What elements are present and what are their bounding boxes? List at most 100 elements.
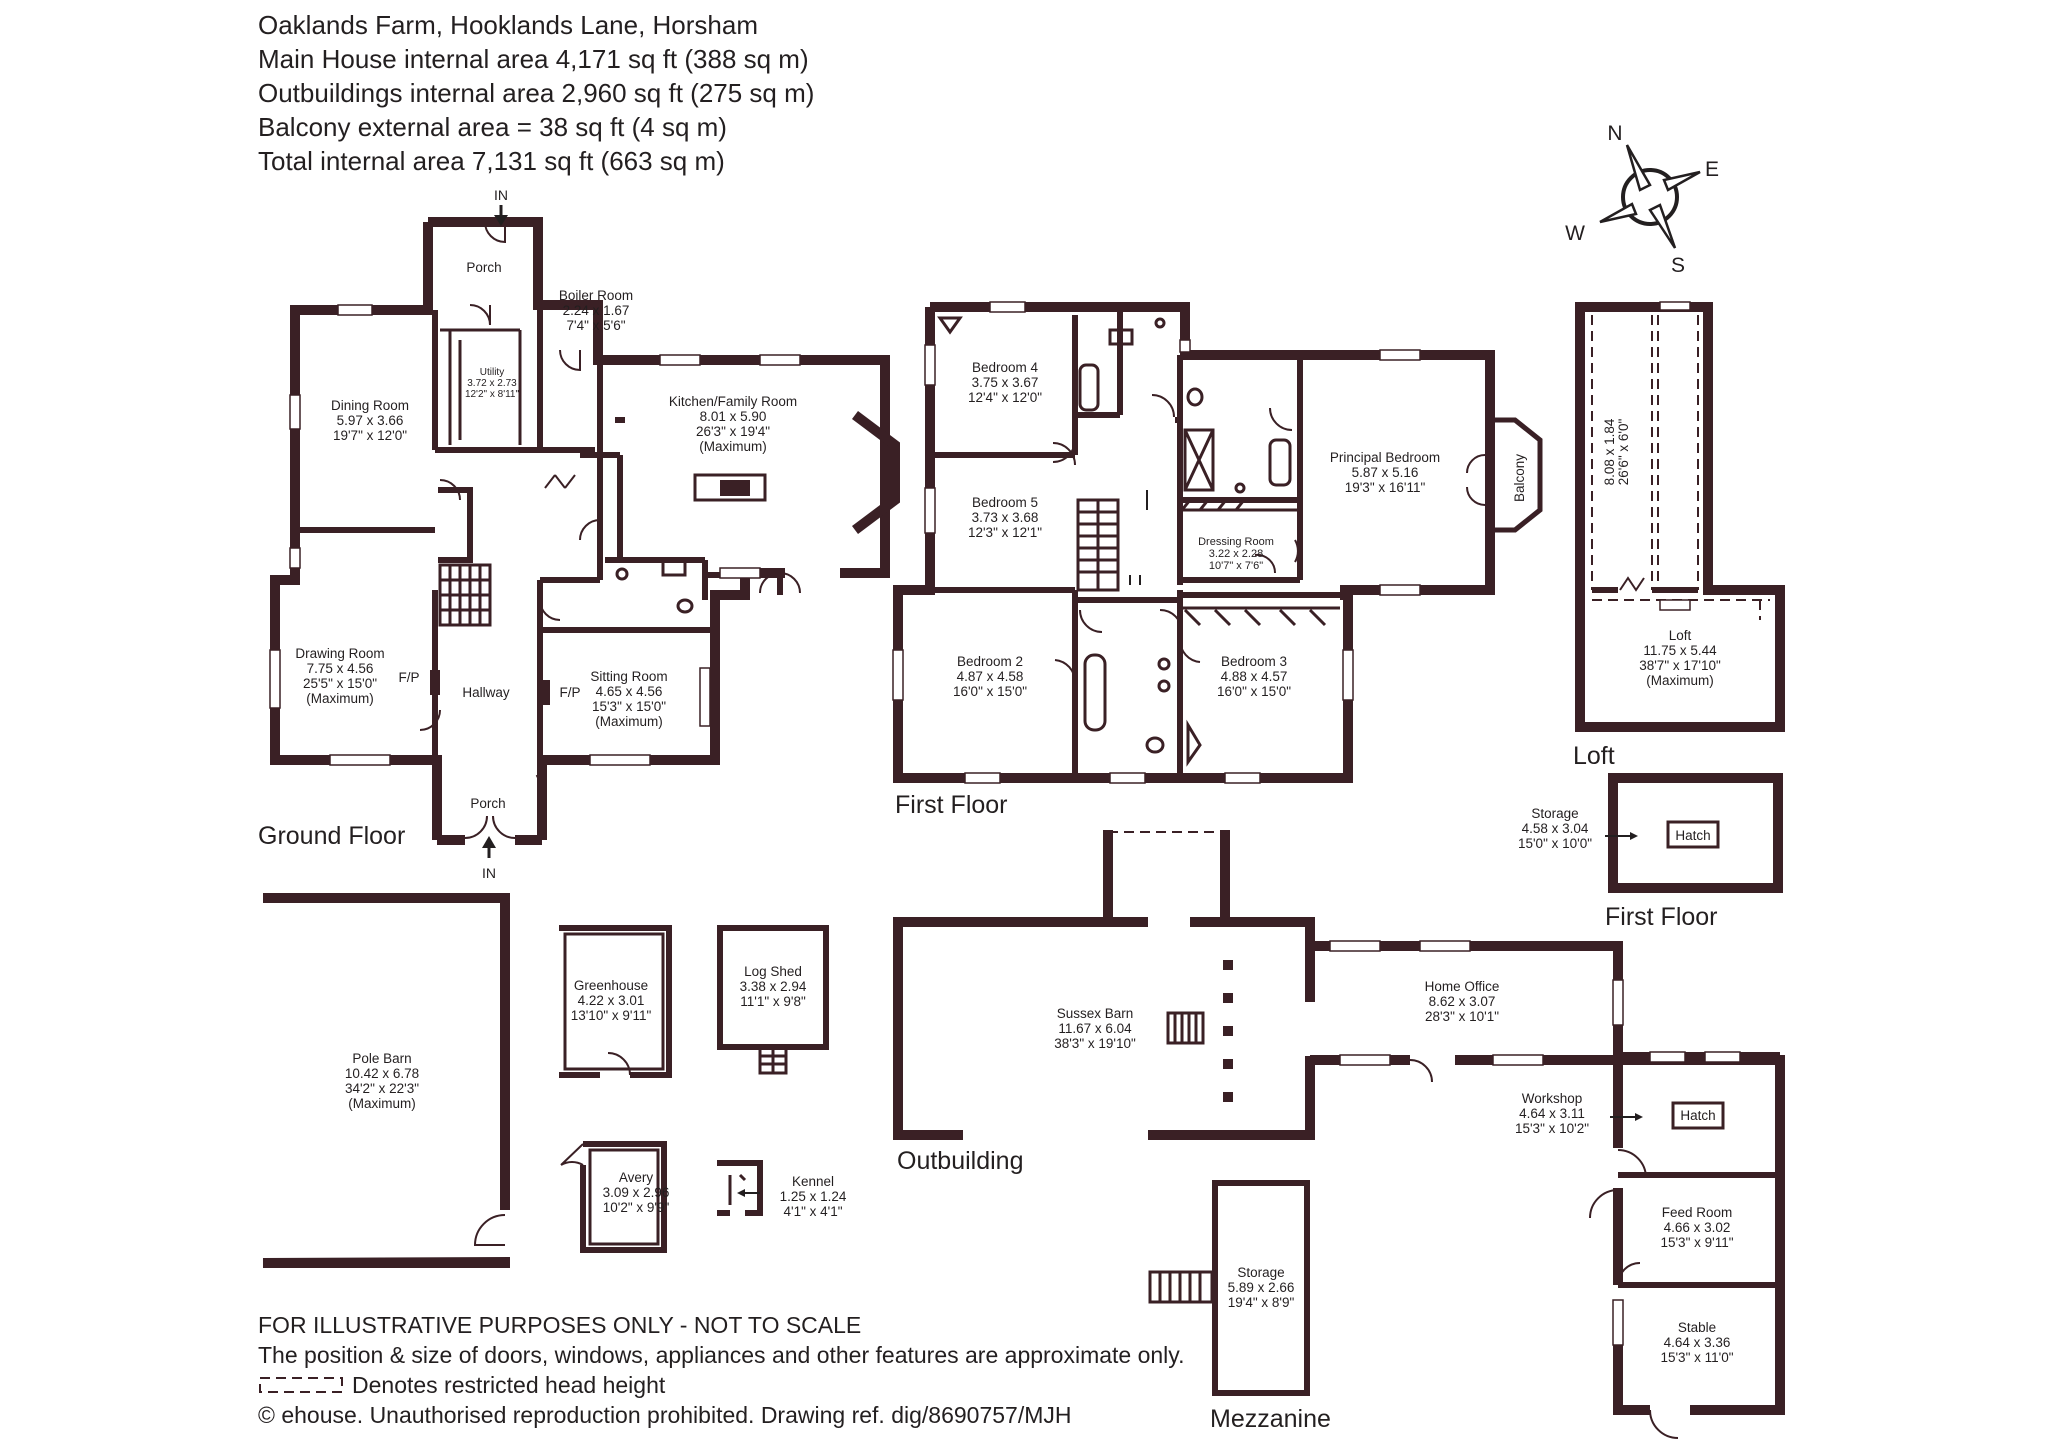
loft-title: Loft [1573,742,1615,770]
bedroom-5-label: Bedroom 5 [972,495,1038,510]
pole-barn-note: (Maximum) [348,1096,416,1111]
compass-n-label: N [1607,122,1622,145]
kitchen-label: Kitchen/Family Room [669,394,797,409]
greenhouse-plan: Greenhouse 4.22 x 3.01 13'10" x 9'11" [559,925,672,1078]
mezzanine-plan: Storage 5.89 x 2.66 19'4" x 8'9" Mezzani… [1148,1180,1331,1433]
log-shed-label: Log Shed [744,964,802,979]
shower [1183,428,1215,492]
kennel-metric: 1.25 x 1.24 [780,1189,847,1204]
stable-block-plan: Hatch Workshop 4.64 x 3.11 15'3" x 10'2"… [1515,1051,1785,1439]
bedroom-5-metric: 3.73 x 3.68 [972,510,1039,525]
bedroom-4-imperial: 12'4" x 12'0" [968,390,1042,405]
position-note-text: The position & size of doors, windows, a… [258,1342,1185,1368]
restricted-head-height-swatch [259,1377,343,1393]
first-floor-title: First Floor [895,791,1008,819]
storage-mezz-imperial: 19'4" x 8'9" [1228,1295,1295,1310]
sitting-room-label: Sitting Room [590,669,667,684]
compass-ring [1621,168,1679,226]
loft-inner-metric: 8.08 x 1.84 [1602,418,1617,485]
first-floor-plan: Bedroom 4 3.75 x 3.67 12'4" x 12'0" Bedr… [892,301,1543,819]
loft-inner-imperial: 26'6" x 6'0" [1616,419,1631,486]
workshop-label: Workshop [1522,1091,1583,1106]
greenhouse-imperial: 13'10" x 9'11" [571,1008,652,1023]
bath-1 [1078,363,1100,412]
dressing-room-label: Dressing Room [1198,536,1274,548]
drawing-room-note: (Maximum) [306,691,374,706]
drawing-room-label: Drawing Room [295,646,384,661]
disclaimer-text: FOR ILLUSTRATIVE PURPOSES ONLY - NOT TO … [258,1312,862,1338]
dining-room-imperial: 19'7" x 12'0" [333,428,407,443]
home-office-metric: 8.62 x 3.07 [1429,994,1496,1009]
sitting-room-imperial: 15'3" x 15'0" [592,699,666,714]
feed-room-metric: 4.66 x 3.02 [1664,1220,1731,1235]
fp-drawing-label: F/P [398,670,419,685]
workshop-imperial: 15'3" x 10'2" [1515,1121,1589,1136]
entrance-top-label: IN [494,187,508,203]
bath-3 [1268,438,1292,487]
boiler-room-imperial: 7'4" x 5'6" [566,318,625,333]
first-stairs [1076,498,1120,592]
stable-label: Stable [1678,1320,1716,1335]
utility-imperial: 12'2" x 8'11" [465,389,520,400]
log-shed-imperial: 11'1" x 9'8" [740,994,806,1009]
porch-bottom-label: Porch [470,796,505,811]
porch-top-label: Porch [466,260,501,275]
loft-plan: 8.08 x 1.84 26'6" x 6'0" Loft 11.75 x 5.… [1573,301,1785,770]
principal-bedroom-metric: 5.87 x 5.16 [1352,465,1419,480]
storage-first-imperial: 15'0" x 10'0" [1518,836,1592,851]
storage-mezz-metric: 5.89 x 2.66 [1228,1280,1295,1295]
boiler-room-label: Boiler Room [559,288,633,303]
pole-barn-metric: 10.42 x 6.78 [345,1066,419,1081]
log-shed-metric: 3.38 x 2.94 [740,979,807,994]
compass-s-label: S [1671,254,1685,277]
greenhouse-label: Greenhouse [574,978,648,993]
outbuilding-title: Outbuilding [897,1147,1023,1175]
fireplace-sitting [540,680,550,705]
kitchen-imperial: 26'3" x 19'4" [696,424,770,439]
compass-east-arrow [1662,170,1701,192]
boiler-room-metric: 2.24 x 1.67 [563,303,630,318]
balcony-area: Balcony external area = 38 sq ft (4 sq m… [258,112,727,142]
workshop-metric: 4.64 x 3.11 [1519,1106,1585,1121]
kennel-imperial: 4'1" x 4'1" [783,1204,842,1219]
restricted-note-text: Denotes restricted head height [352,1372,666,1398]
dressing-room-metric: 3.22 x 2.28 [1209,548,1263,560]
bedroom-4-label: Bedroom 4 [972,360,1039,375]
loft-label: Loft [1669,628,1692,643]
total-area: Total internal area 7,131 sq ft (663 sq … [258,146,725,176]
entrance-bottom-label: IN [482,865,496,881]
dining-room-metric: 5.97 x 3.66 [337,413,404,428]
loft-metric: 11.75 x 5.44 [1643,643,1717,658]
compass-e-label: E [1705,158,1719,181]
fp-sitting-label: F/P [559,685,580,700]
bedroom-3-metric: 4.88 x 4.57 [1221,669,1288,684]
pole-barn-label: Pole Barn [352,1051,411,1066]
bedroom-5-imperial: 12'3" x 12'1" [968,525,1042,540]
sussex-barn-label: Sussex Barn [1057,1006,1134,1021]
utility-label: Utility [480,367,504,378]
storage-mezz-label: Storage [1237,1265,1284,1280]
bedroom-3-label: Bedroom 3 [1221,654,1287,669]
property-address: Oaklands Farm, Hooklands Lane, Horsham [258,10,759,40]
pole-barn-plan: Pole Barn 10.42 x 6.78 34'2" x 22'3" (Ma… [262,893,510,1268]
kennel-label: Kennel [792,1174,834,1189]
compass-rose: N E S W [1565,122,1719,277]
bedroom-2-metric: 4.87 x 4.58 [957,669,1024,684]
feed-room-label: Feed Room [1662,1205,1733,1220]
avery-metric: 3.09 x 2.96 [603,1185,670,1200]
outbuilding-first-floor-title: First Floor [1605,903,1718,931]
outbuilding-first-floor-plan: Hatch Storage 4.58 x 3.04 15'0" x 10'0" … [1518,773,1783,931]
outbuilding-plan: Sussex Barn 11.67 x 6.04 38'3" x 19'10" … [893,830,1624,1175]
sitting-room-note: (Maximum) [595,714,663,729]
bedroom-2-imperial: 16'0" x 15'0" [953,684,1027,699]
kennel-plan: Kennel 1.25 x 1.24 4'1" x 4'1" [717,1160,847,1219]
home-office-label: Home Office [1425,979,1500,994]
principal-bedroom-label: Principal Bedroom [1330,450,1440,465]
storage-first-metric: 4.58 x 3.04 [1522,821,1589,836]
bedroom-4-metric: 3.75 x 3.67 [972,375,1039,390]
dining-room-label: Dining Room [331,398,409,413]
compass-north-arrow [1625,144,1652,192]
sussex-barn-metric: 11.67 x 6.04 [1058,1021,1132,1036]
principal-bedroom-imperial: 19'3" x 16'11" [1345,480,1426,495]
avery-plan: Avery 3.09 x 2.96 10'2" x 9'9" [560,1141,670,1253]
